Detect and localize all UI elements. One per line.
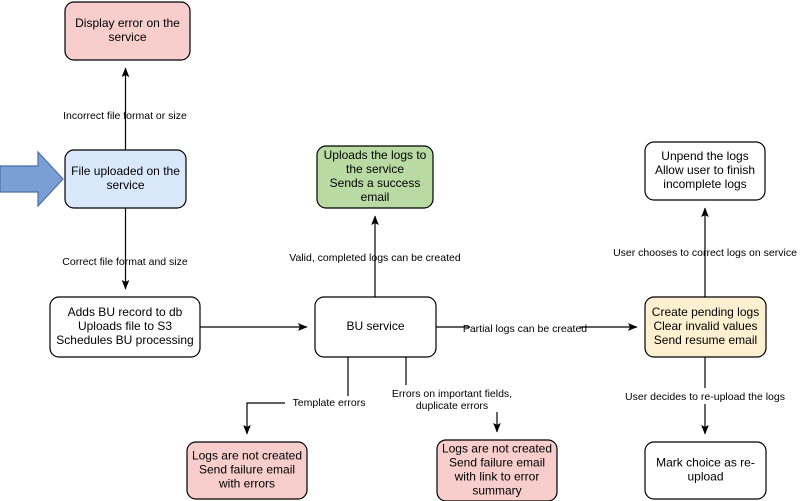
edge-label-correct-format: Correct file format and size [62, 256, 188, 268]
edges-layer [121, 67, 709, 435]
start-arrow-layer [0, 150, 64, 208]
edge-label-valid-completed: Valid, completed logs can be created [289, 252, 461, 264]
node-shape-adds-bu-record [49, 296, 201, 358]
node-shape-bu-service [314, 296, 437, 358]
edge-label-errors-important-1: Errors on important fields, [392, 388, 512, 400]
node-shape-file-uploaded [64, 149, 187, 209]
node-shape-uploads-logs-success [316, 145, 434, 209]
edge-bu-to-template [243, 402, 285, 435]
node-label-mark-choice-reupload: Mark choice as re-upload [656, 456, 755, 484]
node-shape-unpend-logs [644, 141, 766, 201]
edge-label-template-errors: Template errors [293, 397, 366, 409]
edge-label-user-corrects: User chooses to correct logs on service [613, 247, 797, 259]
node-shape-mark-choice-reupload [644, 441, 767, 500]
edge-label-errors-important-2: duplicate errors [416, 400, 488, 412]
node-shape-logs-not-created-summary [436, 439, 558, 501]
edge-label-user-reupload: User decides to re-upload the logs [625, 391, 785, 403]
node-shape-logs-not-created-errors [186, 441, 308, 500]
node-mark-choice-reupload[interactable]: Mark choice as re-upload [644, 441, 767, 500]
start-arrow-icon [0, 150, 64, 208]
node-shape-display-error [64, 1, 191, 61]
edge-label-incorrect-format: Incorrect file format or size [63, 110, 187, 122]
node-shape-create-pending-logs [644, 296, 767, 358]
edge-label-partial-logs: Partial logs can be created [463, 323, 587, 335]
node-label-bu-service: BU service [346, 319, 404, 333]
node-bu-service[interactable]: BU service [314, 296, 437, 358]
